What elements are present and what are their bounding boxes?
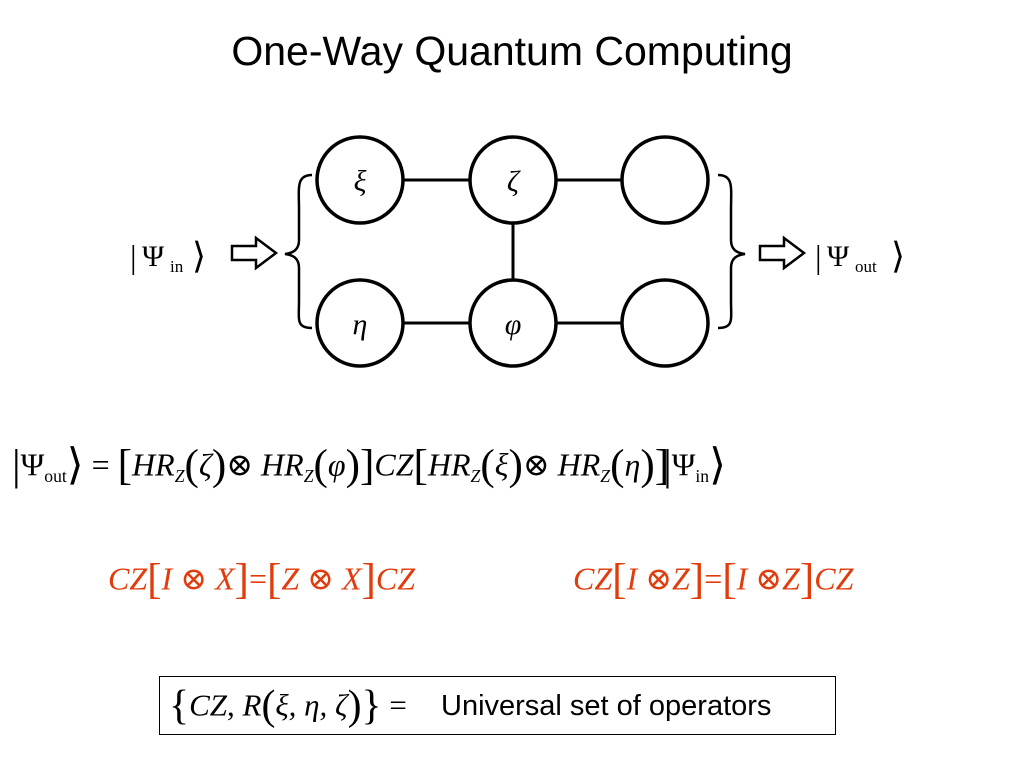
eq-rhs-psi: Ψ [671, 446, 696, 483]
qubit-label-eta: η [353, 308, 368, 341]
input-ket-subscript: in [170, 257, 184, 276]
idz-cz-2: CZ [814, 560, 854, 597]
input-ket-close: ⟩ [192, 236, 206, 276]
box-r: R [242, 687, 262, 723]
box-cz: CZ [189, 687, 228, 723]
slide-title: One-Way Quantum Computing [231, 28, 793, 74]
box-args: ξ, η, ζ [275, 687, 348, 723]
idx-x-2: X [341, 560, 362, 597]
output-ket-close: ⟩ [891, 236, 905, 276]
idz-i-2: I [736, 560, 748, 597]
eq-xi: ξ [494, 446, 509, 483]
right-brace [717, 173, 746, 330]
eq-equals: = [91, 446, 110, 483]
output-ket-subscript: out [855, 257, 877, 276]
qubit-top-right [620, 135, 710, 225]
qubit-bottom-middle [468, 278, 558, 368]
eq-z-3: Z [470, 466, 481, 487]
input-arrow-icon [230, 235, 279, 271]
qubit-bottom-left [315, 278, 405, 368]
idz-otimes-2: ⊗ [755, 560, 783, 597]
eq-z-1: Z [174, 466, 185, 487]
idz-otimes-1: ⊗ [645, 560, 672, 597]
eq-phi: φ [327, 446, 346, 483]
input-ket-bar: | [130, 240, 137, 276]
eq-otimes-2: ⊗ [522, 446, 550, 483]
eq-hr-4: HR [557, 446, 601, 483]
idz-equals: = [704, 560, 723, 597]
universal-set-formula: {CZ, R(ξ, η, ζ)} = [169, 683, 407, 729]
output-arrow-icon [758, 235, 807, 271]
idx-x-1: X [215, 560, 235, 597]
left-brace [284, 173, 313, 330]
qubit-label-phi: φ [505, 308, 522, 341]
idx-z: Z [281, 560, 300, 597]
idx-cz-1: CZ [108, 560, 148, 597]
idz-cz-1: CZ [573, 560, 613, 597]
idx-equals: = [248, 560, 267, 597]
cluster-state-diagram: | Ψ in ⟩ ξ ζ η φ | Ψ out ⟩ [130, 135, 905, 368]
idz-z-1: Z [672, 560, 690, 597]
output-state: | Ψ out ⟩ [815, 236, 905, 276]
eq-cz: CZ [374, 446, 414, 483]
eq-hr-3: HR [427, 446, 471, 483]
eq-lhs-subscript: out [44, 466, 67, 487]
qubit-top-middle [468, 135, 558, 225]
output-ket-psi: Ψ [827, 240, 850, 273]
universal-set-text: Universal set of operators [441, 690, 772, 722]
idz-i-1: I [626, 560, 638, 597]
idx-i: I [161, 560, 173, 597]
qubit-bottom-right [620, 278, 710, 368]
output-ket-bar: | [815, 240, 822, 276]
eq-z-2: Z [303, 466, 314, 487]
idx-otimes-2: ⊗ [307, 560, 334, 597]
input-state: | Ψ in ⟩ [130, 236, 206, 276]
identity-z: CZ[I ⊗Z]=[I ⊗Z]CZ [573, 556, 854, 603]
eq-eta: η [624, 446, 641, 483]
universal-set-box: {CZ, R(ξ, η, ζ)} = Universal set of oper… [159, 676, 836, 735]
eq-lhs-psi: Ψ [20, 446, 45, 483]
idx-otimes-1: ⊗ [180, 560, 207, 597]
idx-cz-2: CZ [375, 560, 416, 597]
identity-x: CZ[I ⊗ X]=[Z ⊗ X]CZ [108, 556, 416, 603]
eq-z-4: Z [600, 466, 611, 487]
eq-rhs-subscript: in [695, 466, 710, 487]
eq-otimes-1: ⊗ [226, 446, 254, 483]
input-ket-psi: Ψ [142, 240, 165, 273]
qubit-label-xi: ξ [354, 165, 367, 198]
qubit-top-left [315, 135, 405, 225]
eq-hr-1: HR [132, 446, 175, 483]
eq-hr-2: HR [261, 446, 304, 483]
cluster-edges [403, 178, 622, 325]
qubit-label-zeta: ζ [507, 165, 521, 198]
idz-z-2: Z [782, 560, 800, 597]
main-equation: |Ψout⟩ = [HRZ(ζ)⊗ HRZ(φ)]CZ[HRZ(ξ)⊗ HRZ(… [12, 442, 726, 489]
box-equals: = [389, 687, 407, 723]
eq-zeta: ζ [198, 446, 212, 483]
